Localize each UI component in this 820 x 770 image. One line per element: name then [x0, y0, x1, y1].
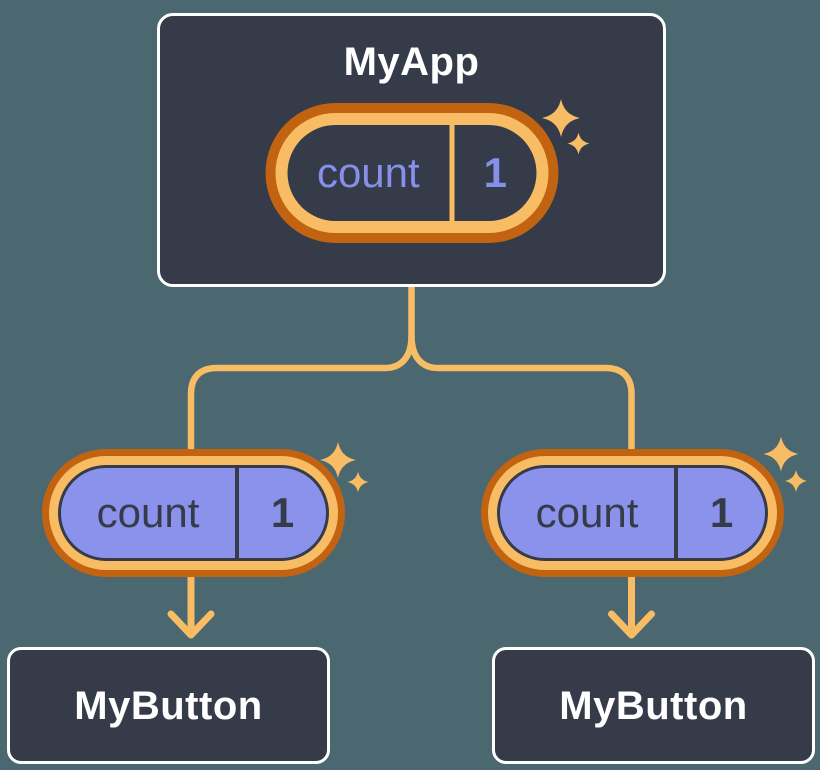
prop-pill-value: 1 [270, 489, 295, 536]
prop-pill-ring: count 1 [488, 456, 777, 570]
prop-pill-label: count [535, 489, 639, 536]
pill-divider [449, 125, 455, 221]
prop-pill-count-right: count 1 [481, 449, 784, 577]
component-title-mybutton-right: MyButton [559, 683, 748, 728]
arrow-down-left-head [167, 610, 215, 639]
prop-pill-body: count 1 [58, 465, 329, 561]
component-node-mybutton-left: MyButton [7, 647, 330, 764]
sparkle-icon [347, 471, 369, 493]
state-pill-body: count 1 [287, 125, 536, 221]
component-node-myapp: MyApp count 1 [157, 13, 666, 287]
component-title-myapp: MyApp [343, 40, 480, 84]
pill-divider [674, 468, 678, 558]
component-title-mybutton-left: MyButton [74, 683, 263, 728]
prop-pill-body: count 1 [497, 465, 768, 561]
sparkle-icon [785, 470, 807, 492]
state-pill-label: count [316, 149, 420, 196]
state-pill-ring: count 1 [275, 113, 548, 233]
connector-root-to-left-child [187, 278, 415, 474]
prop-pill-value: 1 [709, 489, 734, 536]
prop-pill-count-left: count 1 [42, 449, 345, 577]
prop-pill-ring: count 1 [49, 456, 338, 570]
sparkle-icon [763, 436, 799, 472]
state-pill-count: count 1 [265, 103, 558, 243]
pill-divider [235, 468, 239, 558]
state-pill-value: 1 [483, 149, 508, 196]
component-node-mybutton-right: MyButton [492, 647, 815, 764]
arrow-down-right-head [608, 610, 655, 639]
prop-pill-label: count [96, 489, 200, 536]
